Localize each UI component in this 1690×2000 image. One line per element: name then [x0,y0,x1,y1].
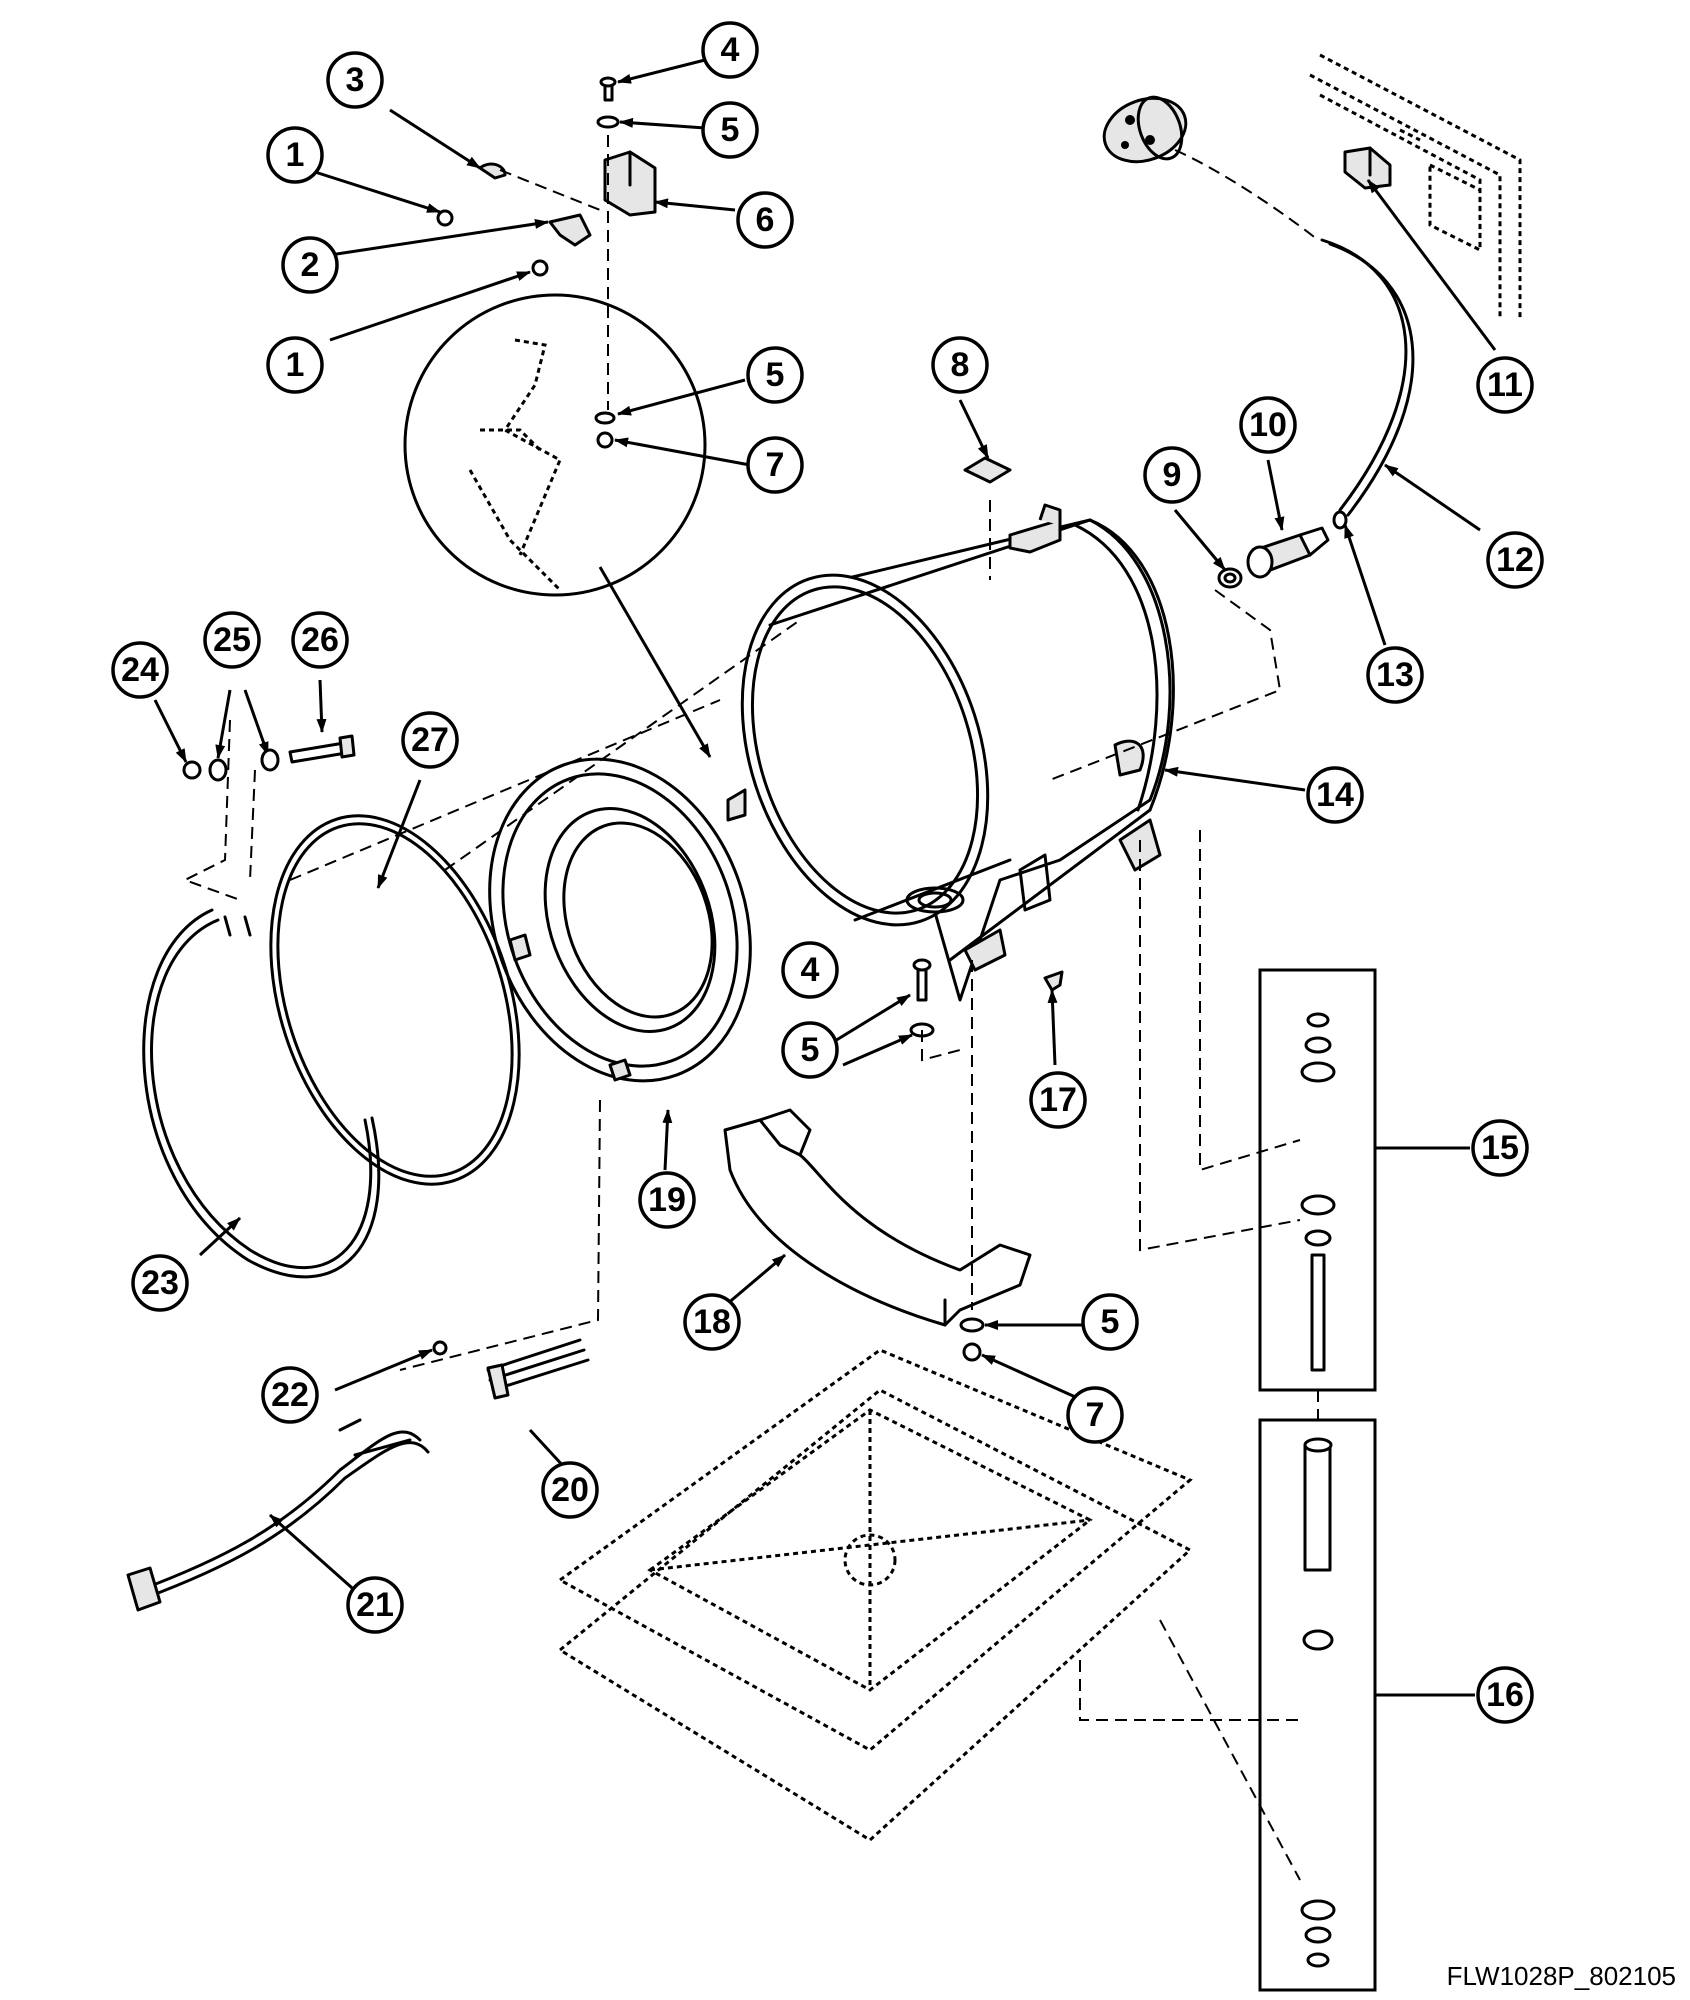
callout-17: 17 [1029,1071,1087,1129]
callout-16: 16 [1476,1666,1534,1724]
svg-text:21: 21 [356,1586,394,1624]
suspension-kit-box-lower [1258,1418,1377,1992]
callout-27: 27 [401,711,459,769]
svg-text:7: 7 [1086,1396,1105,1434]
callout-5-zoom: 5 [746,346,804,404]
pressure-hose [1320,238,1415,517]
base-frame [557,1348,1193,1842]
svg-text:26: 26 [301,621,339,659]
svg-text:11: 11 [1487,366,1523,404]
svg-text:24: 24 [121,651,159,689]
callout-19: 19 [638,1171,696,1229]
callout-7-lower: 7 [1066,1386,1124,1444]
callout-3: 3 [326,51,384,109]
svg-text:7: 7 [766,446,785,484]
cabinet-frame [1309,53,1522,320]
svg-text:15: 15 [1481,1129,1519,1167]
svg-text:13: 13 [1376,656,1414,694]
hose-clamp [1332,510,1348,530]
callout-14: 14 [1306,766,1364,824]
svg-text:14: 14 [1316,776,1354,814]
grommet [1217,567,1243,589]
callout-4-mid: 4 [781,941,839,999]
control-timer [1102,95,1188,164]
callout-6: 6 [736,191,794,249]
callout-24: 24 [111,641,169,699]
callout-10: 10 [1239,396,1297,454]
callout-2: 2 [281,236,339,294]
heater-element [432,1338,590,1400]
callout-23: 23 [131,1254,189,1312]
door-lock-hardware [436,162,592,277]
svg-text:4: 4 [801,951,820,989]
svg-text:1: 1 [286,346,305,384]
svg-text:9: 9 [1163,456,1182,494]
svg-text:1: 1 [286,136,305,174]
callout-7-zoom: 7 [746,436,804,494]
svg-text:5: 5 [721,111,740,149]
callout-1-upper: 1 [266,126,324,184]
tub-support-bracket [723,1108,1032,1362]
air-dome [1246,526,1330,579]
callout-5-top: 5 [701,101,759,159]
svg-text:5: 5 [1101,1303,1120,1341]
svg-text:6: 6 [756,201,775,239]
wire-harness [126,1418,430,1612]
outer-tub [726,503,1175,1002]
tub-bolt [909,958,935,1038]
svg-text:23: 23 [141,1264,179,1302]
assembly-leader-lines [182,135,1319,1881]
callout-22: 22 [261,1366,319,1424]
drawing-reference-code: FLW1028P_802105 [1447,1961,1676,1991]
svg-text:3: 3 [346,61,365,99]
callout-4-top: 4 [701,21,759,79]
svg-text:4: 4 [721,31,740,69]
callout-21: 21 [346,1576,404,1634]
callout-15: 15 [1471,1119,1529,1177]
callout-5-lower: 5 [1081,1293,1139,1351]
callout-20: 20 [541,1461,599,1519]
svg-text:27: 27 [411,721,449,759]
svg-text:18: 18 [693,1303,731,1341]
svg-text:2: 2 [301,246,320,284]
suspension-kit-box-upper [1258,968,1377,1392]
tub-front [488,757,752,1083]
callout-18: 18 [683,1293,741,1351]
callout-13: 13 [1366,646,1424,704]
door-seal [269,814,521,1186]
clamp-ring [142,908,381,1279]
callout-26: 26 [291,611,349,669]
tub-clip [1043,970,1064,992]
svg-text:10: 10 [1249,406,1287,444]
svg-text:22: 22 [271,1376,309,1414]
callout-11: 11 [1476,356,1534,414]
callout-5-mid: 5 [781,1021,839,1079]
label-plate [963,456,1012,484]
detail-magnifier [403,293,712,758]
svg-text:25: 25 [213,621,251,659]
tub-top-bracket [596,76,657,217]
svg-text:5: 5 [766,356,785,394]
callout-arrows [153,58,1497,1697]
tub-seal-fasteners [182,734,356,782]
callout-9: 9 [1143,446,1201,504]
svg-text:16: 16 [1486,1676,1524,1714]
svg-text:17: 17 [1039,1081,1077,1119]
pressure-switch-bracket [1343,146,1392,190]
callout-25: 25 [203,611,261,669]
svg-text:12: 12 [1496,541,1534,579]
svg-text:19: 19 [648,1181,686,1219]
callout-1-lower: 1 [266,336,324,394]
svg-text:5: 5 [801,1031,820,1069]
svg-text:20: 20 [551,1471,589,1509]
svg-text:8: 8 [951,346,970,384]
callout-12: 12 [1486,531,1544,589]
callout-8: 8 [931,336,989,394]
